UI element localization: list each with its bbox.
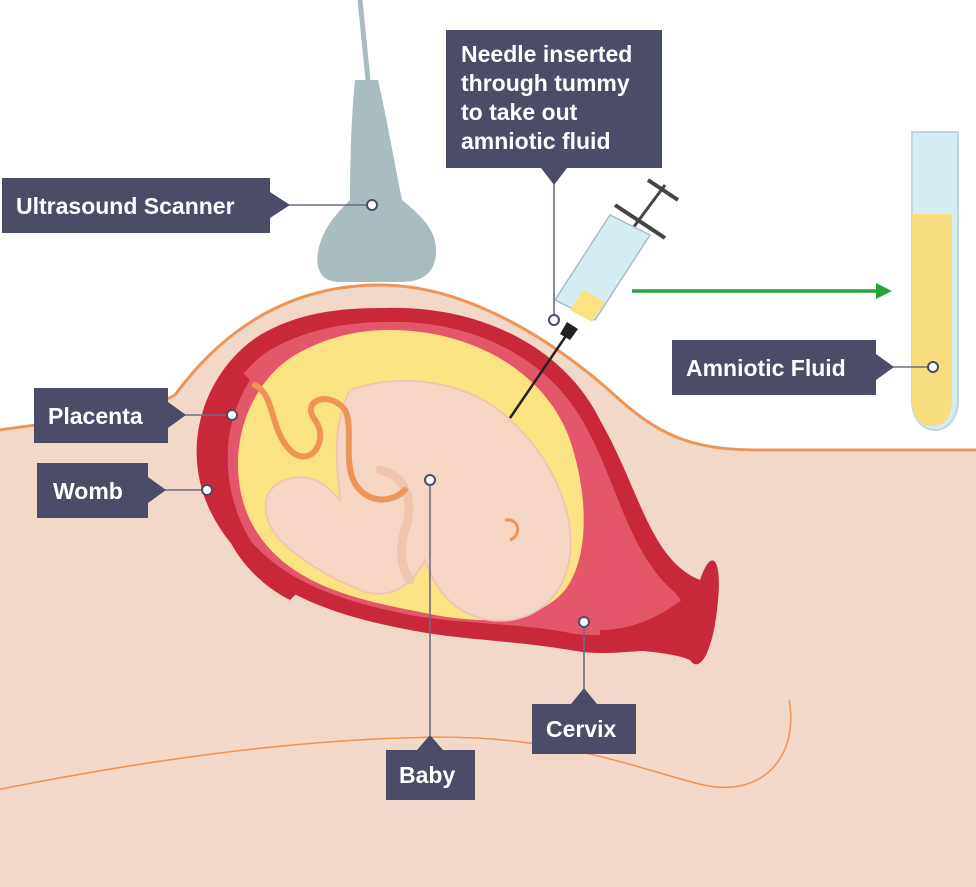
baby-head-ear [504, 518, 520, 542]
syringe-fluid [570, 290, 605, 322]
label-womb-text: Womb [53, 478, 123, 504]
label-amniotic-fluid-text: Amniotic Fluid [686, 355, 846, 381]
label-amniotic-fluid: Amniotic Fluid [672, 340, 894, 395]
label-needle-line-2: through tummy [461, 70, 630, 96]
syringe-plunger-end [646, 178, 680, 202]
label-needle-text: Needle inserted through tummy to take ou… [461, 41, 639, 154]
label-needle-line-3: to take out [461, 99, 578, 125]
syringe-hub [560, 322, 578, 340]
ultrasound-cable [357, 0, 371, 81]
baby-body [264, 379, 572, 622]
label-cervix: Cervix [532, 688, 636, 754]
dot-ultrasound [366, 199, 378, 211]
label-needle-line-1: Needle inserted [461, 41, 632, 67]
label-placenta-text: Placenta [48, 403, 143, 429]
dot-baby [424, 474, 436, 486]
label-ultrasound-scanner: Ultrasound Scanner [2, 178, 290, 233]
baby-arm [375, 465, 415, 585]
dot-womb [201, 484, 213, 496]
ultrasound-scanner-body [317, 80, 437, 282]
label-womb: Womb [37, 463, 166, 518]
label-ultrasound-text: Ultrasound Scanner [16, 193, 235, 219]
cervix-shape [600, 590, 702, 660]
test-tube-fluid [912, 214, 952, 426]
label-baby-text: Baby [399, 762, 455, 788]
dot-placenta [226, 409, 238, 421]
arrow-head [876, 283, 892, 299]
syringe-plunger-rod [628, 184, 667, 233]
dot-amniotic-fluid [927, 361, 939, 373]
syringe-barrel [553, 214, 652, 321]
umbilical-cord [252, 382, 408, 503]
dot-cervix [578, 616, 590, 628]
placenta-band [212, 370, 300, 600]
label-needle: Needle inserted through tummy to take ou… [446, 30, 662, 185]
label-baby: Baby [386, 735, 475, 800]
label-cervix-text: Cervix [546, 716, 617, 742]
label-placenta: Placenta [34, 388, 186, 443]
syringe-needle [508, 329, 572, 419]
syringe-flange [613, 203, 667, 240]
dot-needle [548, 314, 560, 326]
belly-lower-fill [0, 640, 976, 887]
syringe [508, 178, 680, 419]
label-needle-line-4: amniotic fluid [461, 128, 611, 154]
